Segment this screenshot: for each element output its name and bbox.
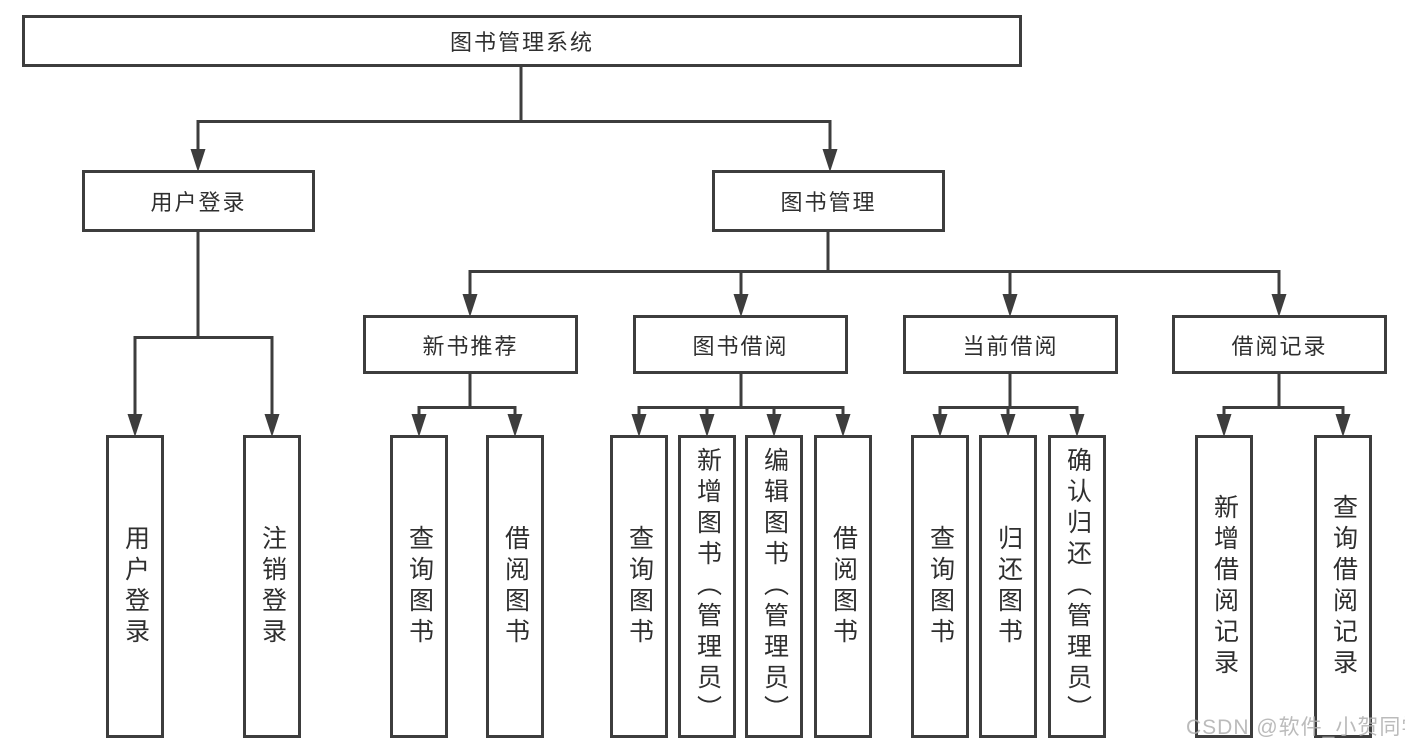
leaf-query-books-current: 查询图书 [911,435,969,738]
leaf-return-books: 归还图书 [979,435,1037,738]
arrowhead-icon [190,149,206,172]
arrowhead-icon [766,414,782,437]
edge-book-borrow-group [637,373,845,417]
node-current-borrow: 当前借阅 [903,315,1118,374]
node-book-borrow: 图书借阅 [633,315,848,374]
node-label: 新增图书（管理员） [693,447,722,726]
arrowhead-icon [127,414,143,437]
leaf-user-login: 用户登录 [106,435,164,738]
leaf-borrow-books: 借阅图书 [814,435,872,738]
node-label: 注销登录 [258,524,287,649]
leaf-borrow-books-recommend: 借阅图书 [486,435,544,738]
arrowhead-icon [733,294,749,317]
node-label: 编辑图书（管理员） [760,447,789,726]
leaf-confirm-return-admin: 确认归还（管理员） [1048,435,1106,738]
edge-new-book-group [417,373,517,417]
arrowhead-icon [264,414,280,437]
edge-root-trunk [196,66,832,152]
edge-book-mgmt-group [468,231,1281,297]
arrowhead-icon [411,414,427,437]
edge-user-login-group [133,231,274,417]
node-label: 图书管理系统 [449,30,594,55]
node-label: 借阅图书 [829,524,858,649]
leaf-query-books-borrow: 查询图书 [610,435,668,738]
arrowhead-icon [507,414,523,437]
node-label: 查询图书 [926,524,955,649]
node-label: 图书管理 [780,190,877,215]
leaf-query-borrow-record: 查询借阅记录 [1314,435,1372,738]
arrowhead-icon [631,414,647,437]
edge-borrow-record-group [1222,373,1345,417]
node-book-management: 图书管理 [712,170,945,232]
node-label: 归还图书 [994,524,1023,649]
arrowhead-icon [462,294,478,317]
node-label: 借阅图书 [501,524,530,649]
csdn-watermark: CSDN @软件_小贺同学 [1186,716,1405,739]
arrowhead-icon [835,414,851,437]
arrowhead-icon [932,414,948,437]
leaf-add-borrow-record: 新增借阅记录 [1195,435,1253,738]
leaf-logout: 注销登录 [243,435,301,738]
node-label: 查询图书 [625,524,654,649]
node-label: 用户登录 [150,190,247,215]
node-label: 新增借阅记录 [1210,493,1239,680]
node-label: 当前借阅 [962,333,1059,359]
arrowhead-icon [699,414,715,437]
node-user-login: 用户登录 [82,170,315,232]
arrowhead-icon [1335,414,1351,437]
node-label: 用户登录 [121,524,150,649]
node-label: 图书借阅 [692,333,789,359]
arrowhead-icon [1000,414,1016,437]
arrowhead-icon [1069,414,1085,437]
arrowhead-icon [1216,414,1232,437]
node-label: 查询借阅记录 [1329,493,1358,680]
edge-current-borrow-group [938,373,1079,417]
node-label: 新书推荐 [422,333,519,359]
node-label: 借阅记录 [1231,333,1328,359]
arrowhead-icon [1002,294,1018,317]
leaf-add-books-admin: 新增图书（管理员） [678,435,736,738]
arrowhead-icon [1271,294,1287,317]
node-label: 确认归还（管理员） [1063,447,1092,726]
node-root-library-system: 图书管理系统 [22,15,1022,67]
leaf-query-books-recommend: 查询图书 [390,435,448,738]
node-new-book-recommend: 新书推荐 [363,315,578,374]
arrowheads [127,149,1351,437]
leaf-edit-books-admin: 编辑图书（管理员） [745,435,803,738]
arrowhead-icon [822,149,838,172]
node-label: 查询图书 [405,524,434,649]
node-borrow-record: 借阅记录 [1172,315,1387,374]
